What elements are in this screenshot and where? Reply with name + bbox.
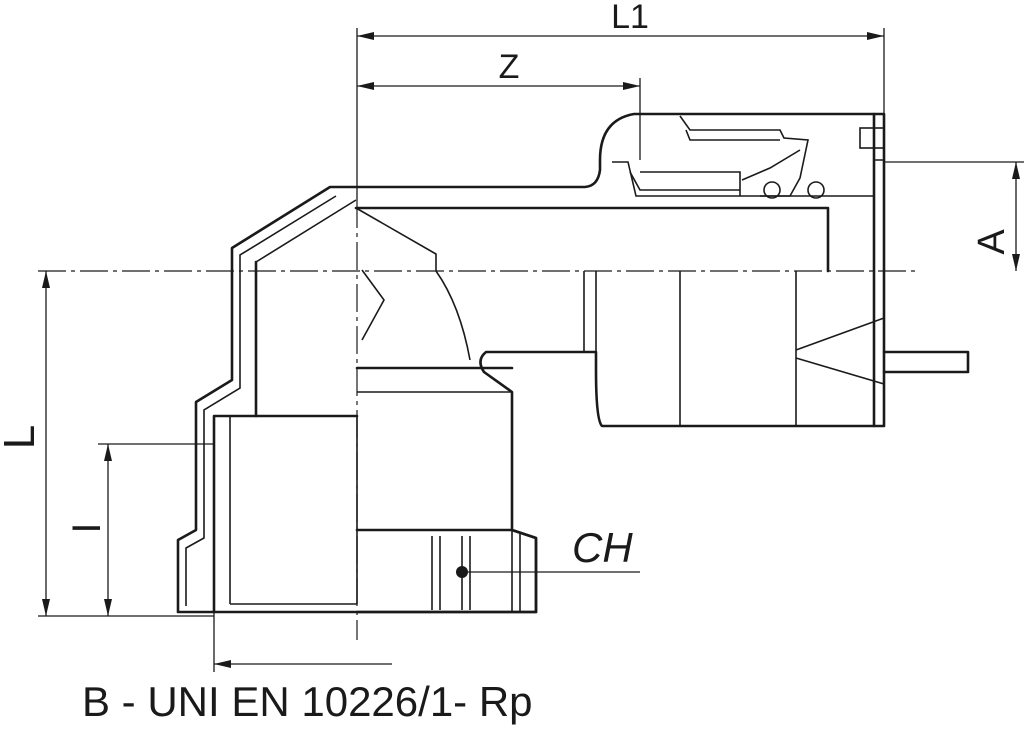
body-inner-contour: [185, 195, 337, 606]
label-l-thread: I: [65, 522, 109, 533]
bottom-arrow: [214, 660, 231, 668]
o-ring-2: [807, 181, 825, 199]
drill-point: [361, 269, 385, 341]
collar-tab: [859, 127, 885, 149]
dimension-labels: L1 Z A L I CH B - UNI EN 10226/1- Rp: [0, 0, 1013, 725]
label-l1: L1: [611, 0, 649, 36]
ch-leader-dot: [456, 566, 468, 578]
collet-body: [612, 115, 809, 197]
a-arrow-top: [1012, 162, 1020, 179]
l1-arrow-right: [867, 32, 884, 40]
l-thread-arrow-bottom: [104, 599, 112, 616]
l-thread-arrow-top: [104, 444, 112, 461]
seal-seat: [760, 159, 884, 197]
label-ch: CH: [572, 524, 633, 571]
bore-bevel: [255, 199, 437, 271]
z-arrow-left: [357, 82, 374, 90]
label-l: L: [0, 425, 44, 449]
tube-stub: [882, 350, 970, 374]
elbow-body: [176, 112, 970, 614]
hex-nut: [355, 528, 538, 614]
center-lines: [38, 200, 920, 640]
body-outer-contour: [176, 112, 886, 614]
l-arrow-bottom: [42, 599, 50, 616]
l1-arrow-left: [357, 32, 374, 40]
label-z: Z: [499, 48, 520, 86]
side-port-wedge: [795, 317, 885, 385]
z-arrow-right: [623, 82, 640, 90]
flow-curve: [435, 270, 471, 361]
side-port-bore: [354, 206, 830, 273]
side-port-lower: [583, 271, 597, 352]
collet-teeth: [629, 129, 801, 196]
l-arrow-top: [42, 271, 50, 288]
label-a: A: [971, 229, 1013, 255]
a-arrow-bottom: [1012, 254, 1020, 271]
o-ring-1: [763, 181, 781, 199]
dimension-lines: [38, 28, 1024, 672]
caption-thread-standard: B - UNI EN 10226/1- Rp: [82, 678, 533, 725]
female-thread-wall: [212, 414, 359, 614]
